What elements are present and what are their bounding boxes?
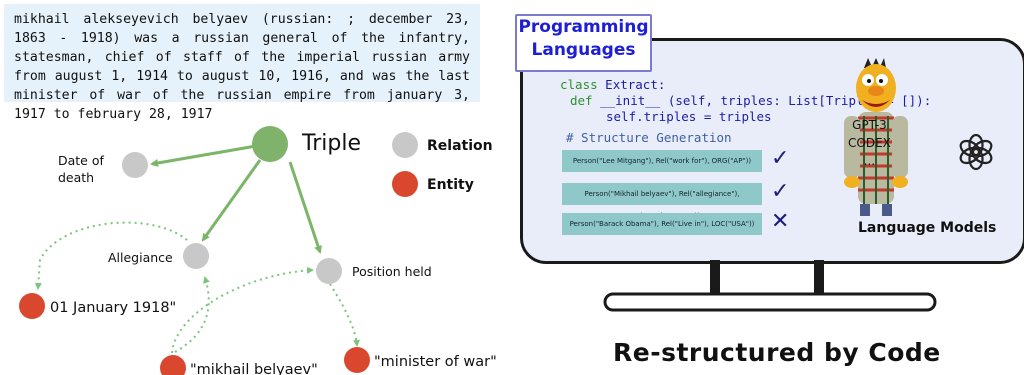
puppet-character-icon [844, 58, 908, 216]
edge-position-value [329, 283, 360, 347]
edge-triple-position [288, 161, 322, 254]
edge-person-allegiance [174, 276, 210, 353]
legend-relation-label: Relation [427, 138, 493, 154]
triple-node [252, 126, 288, 162]
code-init-signature: __init__ (self, triples: List[Triple] = … [592, 93, 932, 108]
cross-icon: ✕ [771, 209, 790, 234]
model-more: ... [863, 154, 876, 168]
entity-node-person [160, 355, 186, 375]
code-class-name: Extract: [597, 77, 666, 92]
legend-relation-dot [392, 132, 418, 158]
relation-node-death [122, 152, 148, 178]
passage-box: mikhail alekseyevich belyaev (russian: ;… [4, 4, 480, 122]
check-icon: ✓ [771, 146, 790, 171]
entity-label-position: "minister of war" [374, 354, 497, 370]
edge-allegiance-date [34, 221, 188, 290]
relation-node-allegiance [183, 243, 209, 269]
model-codex: CODEX [848, 136, 891, 150]
entity-node-date [19, 293, 45, 319]
generation-row-3: Person("Barack Obama"), Rel("Live in"), … [562, 213, 762, 235]
title-line-1: Programming [518, 17, 649, 37]
relation-label-position: Position held [352, 264, 432, 279]
model-list: GPT-3 CODEX ... [848, 116, 891, 170]
language-models-label: Language Models [858, 220, 997, 236]
check-icon: ✓ [771, 179, 790, 204]
structure-generation-comment: # Structure Generation [566, 130, 732, 145]
edge-person-position [171, 266, 314, 354]
passage-text: mikhail alekseyevich belyaev (russian: ;… [14, 12, 470, 122]
monitor-stand [603, 260, 937, 312]
title-line-2: Languages [531, 40, 636, 60]
model-gpt3: GPT-3 [852, 118, 887, 132]
code-keyword-class: class [560, 77, 598, 92]
edge-triple-allegiance [201, 159, 262, 242]
entity-label-date: 01 January 1918" [50, 300, 176, 316]
code-keyword-def: def [570, 93, 593, 108]
relation-label-allegiance: Allegiance [108, 250, 173, 265]
entity-node-position [344, 347, 370, 373]
generation-row-1: Person("Lee Mitgang"), Rel("work for"), … [562, 150, 762, 172]
code-block: class Extract: def __init__ (self, tripl… [560, 77, 931, 125]
relation-node-position [316, 258, 342, 284]
code-assign-line: self.triples = triples [606, 109, 772, 124]
openai-logo-icon [959, 133, 993, 171]
programming-languages-title: Programming Languages [515, 14, 652, 72]
generation-row-2: Person("Mikhail belyaev"), Rel("allegian… [562, 183, 762, 220]
edge-triple-death [150, 144, 257, 167]
restructured-caption: Re-structured by Code [613, 338, 941, 367]
legend-entity-dot [392, 171, 418, 197]
triple-label: Triple [301, 131, 361, 156]
legend-entity-label: Entity [427, 177, 474, 193]
entity-label-person: "mikhail belyaev" [190, 362, 318, 375]
